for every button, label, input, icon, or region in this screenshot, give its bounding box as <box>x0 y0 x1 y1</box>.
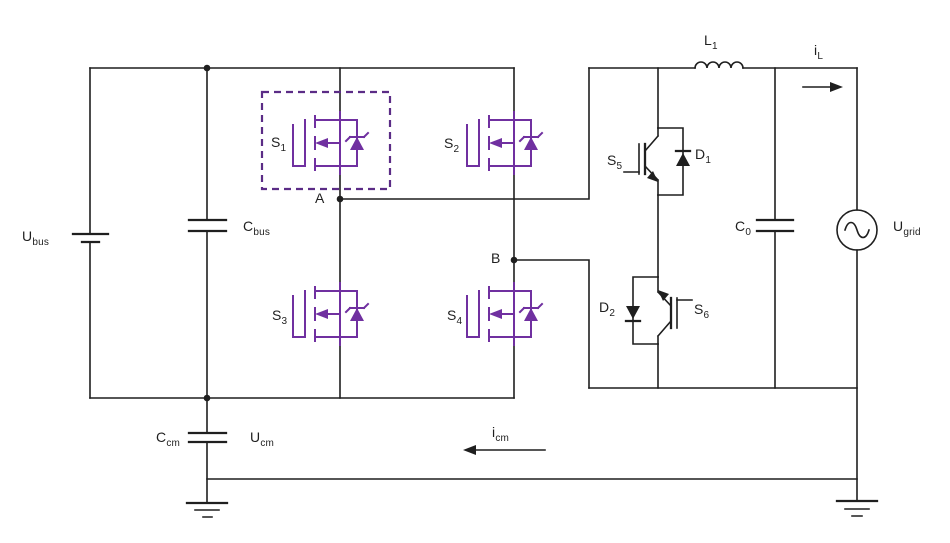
node-b-wire <box>513 259 590 389</box>
capacitor-c0-icon <box>755 218 795 233</box>
mosfet-s1-icon <box>292 111 369 175</box>
diode-d1-icon <box>674 149 692 166</box>
node-a-wire <box>339 67 590 200</box>
capacitor-cbus-icon <box>187 218 228 233</box>
ground-icon-right <box>835 499 879 517</box>
wires <box>89 67 858 504</box>
inductor-l1-icon <box>694 61 744 69</box>
mosfet-s2-icon <box>466 111 543 175</box>
diode-d2-icon <box>624 306 642 323</box>
capacitor-ccm-icon <box>187 431 228 444</box>
node-b-dot <box>510 256 518 264</box>
junction-dot-top <box>203 64 211 72</box>
dc-source-ubus-icon <box>71 232 110 244</box>
mosfet-s3-icon <box>292 282 369 346</box>
highlight-box-s1 <box>260 90 392 191</box>
igbt-s6-icon <box>624 276 693 345</box>
ground-icon-left <box>185 501 229 518</box>
ac-source-ugrid-icon <box>836 209 878 251</box>
mosfet-s4-icon <box>466 282 543 346</box>
junction-dot-bottom <box>203 394 211 402</box>
i-l-arrow <box>802 82 843 92</box>
i-cm-arrow <box>463 445 546 455</box>
node-a-dot <box>336 195 344 203</box>
igbt-s5-icon <box>623 127 692 196</box>
